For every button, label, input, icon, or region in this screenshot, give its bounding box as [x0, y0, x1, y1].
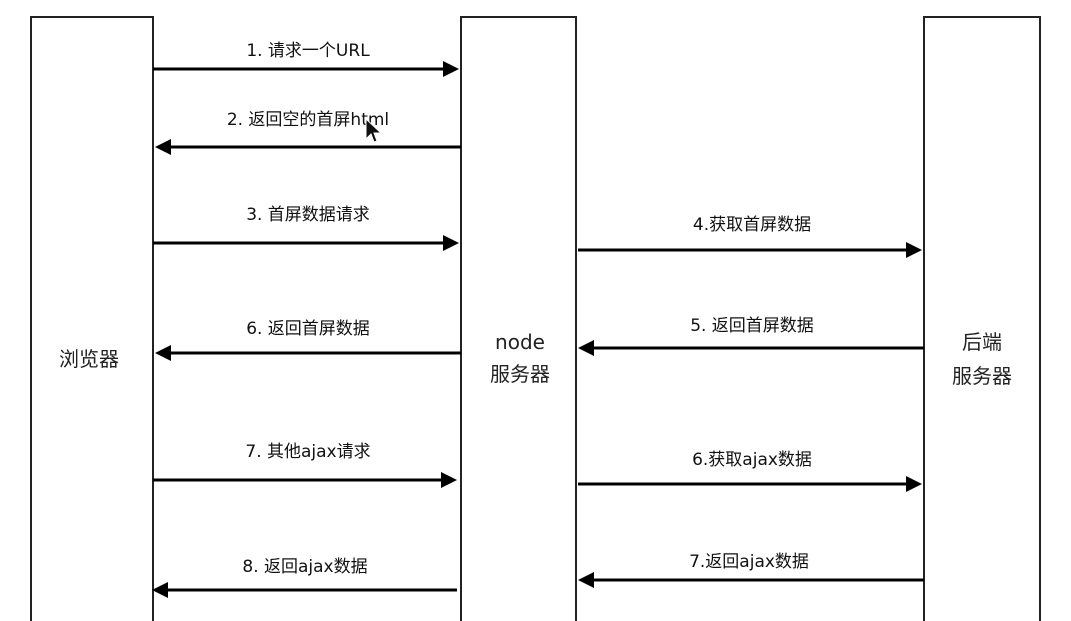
node-server-label-line1: node: [495, 330, 545, 354]
message-3: 3. 首屏数据请求: [153, 205, 459, 251]
browser-box: [30, 16, 154, 621]
participant-backend-server: 后端 服务器: [923, 16, 1041, 621]
message-6-return-arrowhead: [155, 345, 171, 361]
node-server-box: [460, 16, 577, 621]
message-6-ajax-label: 6.获取ajax数据: [692, 450, 812, 470]
message-7-ajax-return-label: 7.返回ajax数据: [689, 552, 809, 572]
message-6-return-label: 6. 返回首屏数据: [246, 319, 370, 339]
participant-browser: 浏览器: [30, 16, 154, 621]
message-8: 8. 返回ajax数据: [152, 557, 457, 598]
message-1: 1. 请求一个URL: [153, 41, 459, 77]
message-1-arrowhead: [443, 61, 459, 77]
mouse-cursor-icon: [365, 117, 383, 143]
message-7-ajax-return: 7.返回ajax数据: [578, 552, 924, 588]
message-2-label: 2. 返回空的首屏html: [227, 110, 389, 130]
message-5-arrowhead: [578, 340, 594, 356]
message-4: 4.获取首屏数据: [578, 215, 922, 258]
message-6-return-to-browser: 6. 返回首屏数据: [155, 319, 461, 361]
message-4-label: 4.获取首屏数据: [693, 215, 811, 235]
node-server-label-line2: 服务器: [490, 362, 550, 386]
backend-server-box: [923, 16, 1041, 621]
message-6-ajax-arrowhead: [906, 476, 922, 492]
message-5-label: 5. 返回首屏数据: [690, 316, 814, 336]
message-7-ajax-label: 7. 其他ajax请求: [245, 442, 370, 462]
message-7-ajax-return-arrowhead: [578, 572, 594, 588]
backend-server-label-line1: 后端: [962, 330, 1002, 354]
message-7-ajax-arrowhead: [441, 472, 457, 488]
message-7-ajax-request: 7. 其他ajax请求: [153, 442, 457, 488]
message-1-label: 1. 请求一个URL: [246, 41, 370, 61]
message-3-label: 3. 首屏数据请求: [246, 205, 370, 225]
message-2: 2. 返回空的首屏html: [155, 110, 461, 155]
browser-label: 浏览器: [59, 347, 119, 371]
message-8-label: 8. 返回ajax数据: [242, 557, 367, 577]
message-8-arrowhead: [152, 582, 168, 598]
message-3-arrowhead: [443, 235, 459, 251]
participant-node-server: node 服务器: [460, 16, 577, 621]
message-4-arrowhead: [906, 242, 922, 258]
message-2-arrowhead: [155, 139, 171, 155]
backend-server-label-line2: 服务器: [952, 364, 1012, 388]
message-6-ajax-fetch: 6.获取ajax数据: [578, 450, 922, 492]
message-5: 5. 返回首屏数据: [578, 316, 924, 356]
